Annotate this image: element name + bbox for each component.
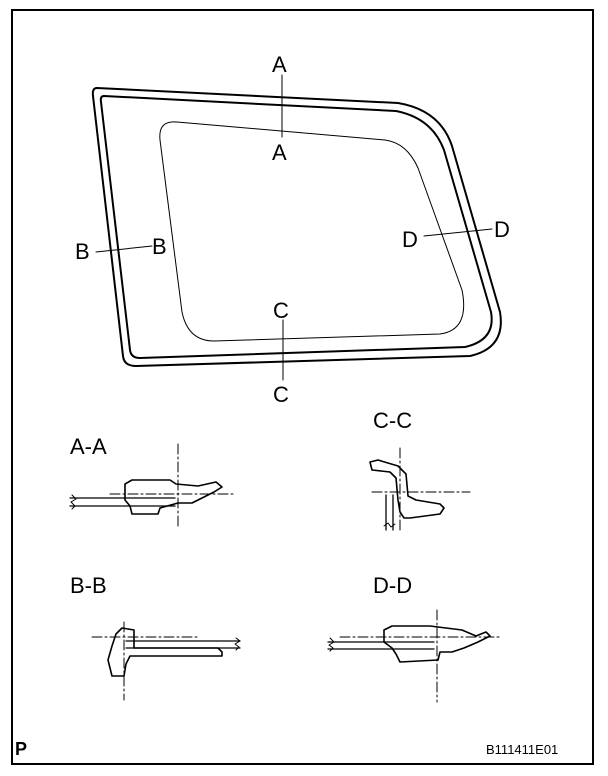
section-bb-break [234, 637, 241, 651]
section-dd: D-D [327, 573, 501, 703]
section-aa-title: A-A [70, 434, 107, 459]
section-aa-mould [124, 479, 223, 515]
section-cc: C-C [369, 408, 471, 533]
section-aa-glass [69, 497, 176, 507]
section-dd-glass [327, 641, 435, 650]
section-bb-mould [107, 627, 223, 677]
figure-code: B111411E01 [486, 742, 558, 757]
section-dd-mould [383, 625, 491, 663]
label-c-bottom: C [273, 382, 289, 407]
section-cc-title: C-C [373, 408, 412, 433]
label-a-top: A [272, 52, 287, 77]
section-line-b [95, 245, 153, 253]
section-aa: A-A [69, 434, 237, 529]
section-dd-break [328, 637, 335, 652]
section-aa-break [70, 494, 77, 510]
window-mould-inner-edge [99, 95, 493, 359]
label-d-right: D [494, 217, 510, 242]
figure-frame [11, 9, 594, 765]
quarter-window [91, 87, 502, 367]
section-bb-title: B-B [70, 573, 107, 598]
window-glass-boundary [159, 121, 465, 342]
section-bb: B-B [70, 573, 241, 701]
page-mark: P [15, 739, 27, 759]
label-d-left: D [402, 227, 418, 252]
label-b-right: B [152, 234, 167, 259]
section-line-d [423, 228, 493, 237]
label-b-left: B [75, 239, 90, 264]
section-cc-mould [369, 459, 445, 519]
window-outer-edge [91, 87, 502, 367]
section-bb-glass [125, 640, 241, 649]
section-dd-title: D-D [373, 573, 412, 598]
section-cc-break [383, 522, 396, 528]
label-c-top: C [273, 298, 289, 323]
label-a-bottom: A [272, 140, 287, 165]
